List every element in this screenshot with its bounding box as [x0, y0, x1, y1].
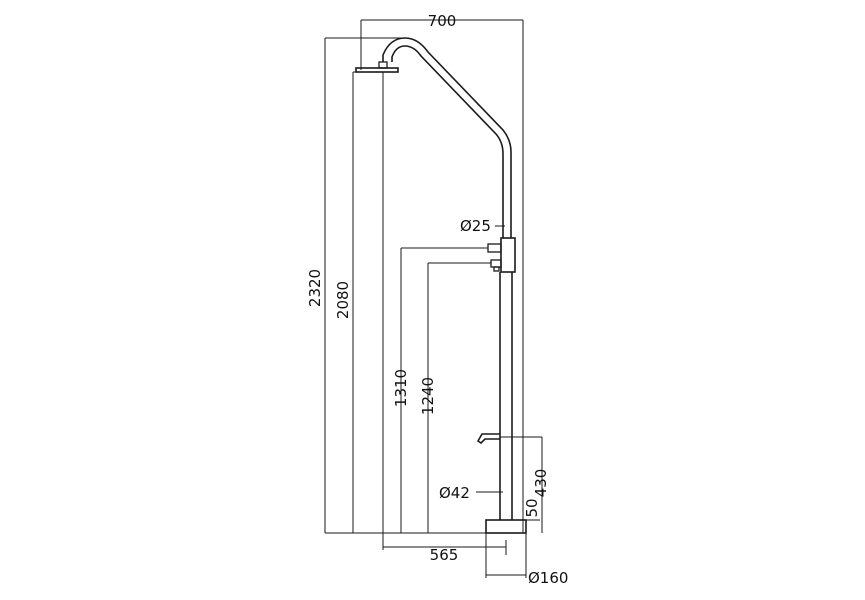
dimension-lines [324, 19, 543, 578]
label-base-height: 50 [523, 498, 541, 517]
label-top-width: 700 [428, 12, 457, 30]
arm-inner-line [391, 45, 504, 238]
dimension-labels: 700 2320 2080 1310 1240 430 50 565 Ø25 Ø… [306, 12, 568, 587]
mixer-knob [493, 266, 500, 272]
mixer-handle-lower [490, 259, 502, 268]
label-upper-pipe-diameter: Ø25 [460, 217, 491, 235]
shower-head [355, 67, 399, 73]
base-plate [485, 519, 527, 534]
shower-head-neck [378, 61, 388, 69]
arm-outer-line [382, 37, 512, 238]
mixer-body [500, 237, 516, 273]
label-spout-height: 430 [532, 469, 550, 498]
label-base-diameter: Ø160 [528, 569, 568, 587]
spout [476, 433, 500, 445]
label-head-height: 2080 [334, 281, 352, 319]
label-head-offset: 565 [430, 546, 459, 564]
label-total-height: 2320 [306, 269, 324, 307]
mixer-handle-upper [487, 243, 502, 253]
label-lower-outlet-height: 1240 [419, 377, 437, 415]
label-upper-outlet-height: 1310 [392, 369, 410, 407]
label-lower-pipe-diameter: Ø42 [439, 484, 470, 502]
shower-column [355, 37, 527, 534]
